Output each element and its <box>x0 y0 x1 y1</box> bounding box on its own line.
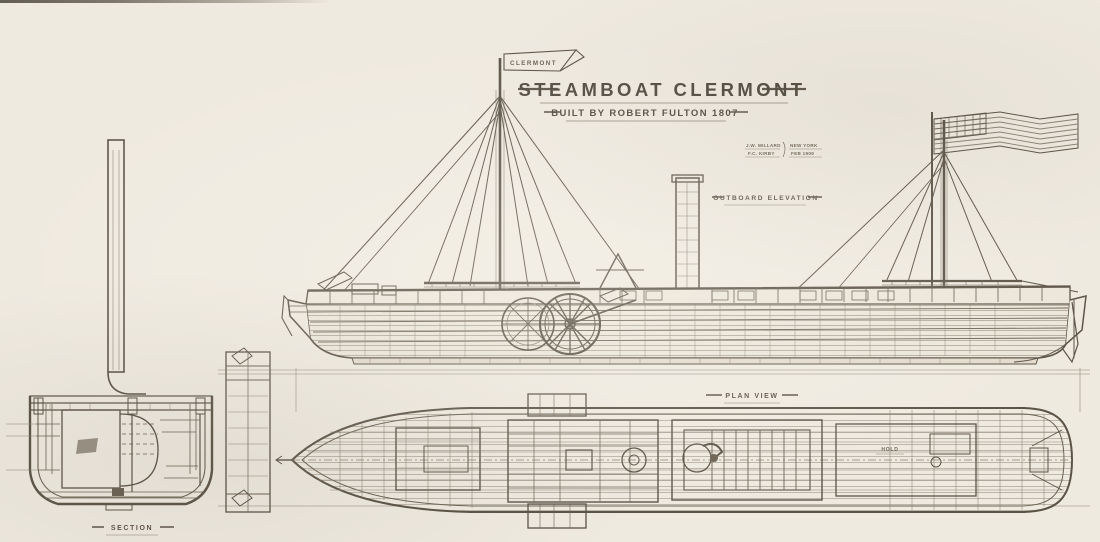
section-view-label: SECTION <box>92 525 174 536</box>
hold-annotation: HOLD <box>881 447 898 453</box>
midship-detail-panel <box>225 347 271 513</box>
main-title: STEAMBOAT CLERMONT <box>519 79 806 100</box>
title-block: STEAMBOAT CLERMONT BUILT BY ROBERT FULTO… <box>518 79 806 122</box>
subtitle: BUILT BY ROBERT FULTON 1807 <box>551 108 739 119</box>
elevation-label-text: OUTBOARD ELEVATION <box>713 195 818 202</box>
scan-edge-artifact <box>0 0 330 3</box>
plan-view: HOLD <box>275 393 1074 529</box>
draftsman-1: J.W. MILLARD <box>746 143 781 148</box>
credit-date: FEB 1909 <box>791 151 814 156</box>
paddle-wheels <box>501 287 637 356</box>
credit-city: NEW YORK <box>790 143 818 148</box>
hull-elevation <box>281 252 1087 365</box>
pennant-text: CLERMONT <box>510 60 557 67</box>
elevation-view-label: OUTBOARD ELEVATION <box>712 195 822 206</box>
section-label-text: SECTION <box>111 525 153 532</box>
masthead-pennant: CLERMONT <box>503 49 585 72</box>
section-view <box>6 139 214 511</box>
american-flag <box>931 111 1079 290</box>
plan-view-label: PLAN VIEW <box>706 393 798 404</box>
credit-block: J.W. MILLARD F.C. KIRBY NEW YORK FEB 190… <box>745 141 822 158</box>
smokestack <box>671 174 704 297</box>
draftsman-2: F.C. KIRBY <box>748 151 775 156</box>
engine-frame <box>596 252 644 289</box>
plan-label-text: PLAN VIEW <box>725 393 778 400</box>
rigging-and-masts <box>317 58 1079 301</box>
